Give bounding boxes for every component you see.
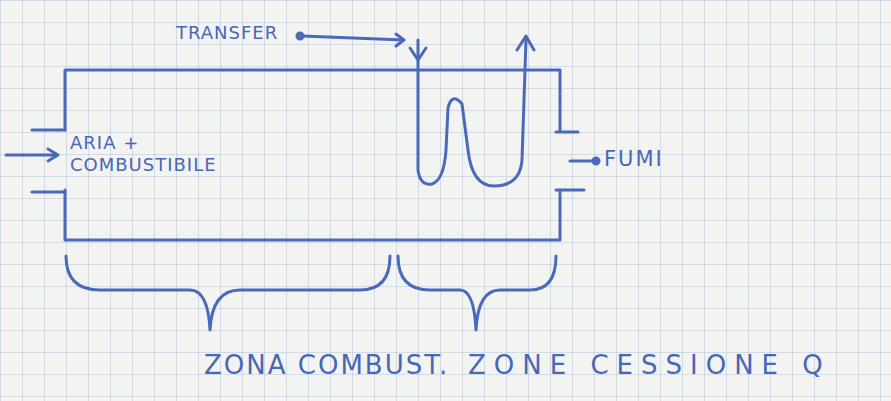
zone-label: ZONE CESSIONE Q bbox=[468, 350, 831, 381]
furnace-wall bbox=[65, 70, 560, 130]
zone-label: ZONA COMBUST. bbox=[204, 350, 449, 381]
furnace-wall bbox=[65, 190, 560, 240]
arrow-dot bbox=[297, 33, 303, 39]
callout-label: TRANSFER bbox=[176, 22, 278, 44]
outlet-arrow bbox=[570, 160, 594, 163]
arrow-dot bbox=[593, 158, 599, 164]
flow-in-arrow bbox=[410, 48, 426, 60]
brace bbox=[398, 256, 556, 330]
inlet-arrow bbox=[6, 149, 58, 161]
brace bbox=[66, 256, 390, 330]
leader-line bbox=[302, 34, 404, 46]
heat-exchanger-tube bbox=[418, 40, 526, 186]
outlet-label: FUMI bbox=[604, 147, 664, 172]
flow-out-arrow bbox=[517, 36, 534, 50]
inlet-label: ARIA + COMBUSTIBILE bbox=[70, 132, 260, 175]
